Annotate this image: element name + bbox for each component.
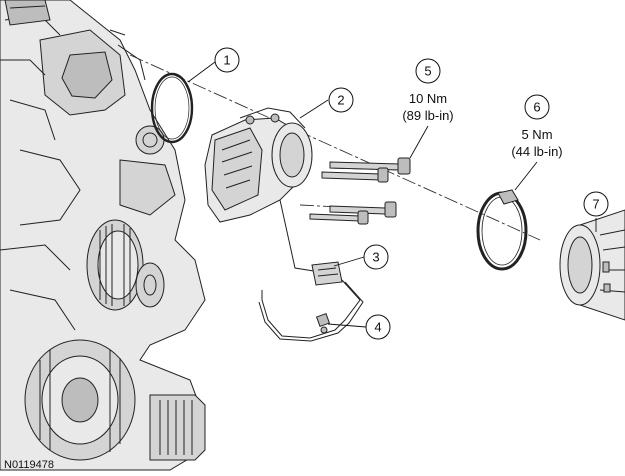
- callout-6-torque-nm: 5 Nm: [521, 127, 552, 142]
- callout-1-number: 1: [223, 53, 230, 68]
- callout-5-torque-lbin: (89 lb-in): [402, 108, 453, 123]
- figure-id: N0119478: [4, 459, 54, 471]
- throttle-body: [204, 107, 313, 223]
- callout-1: 1: [214, 47, 240, 73]
- callout-2-number: 2: [337, 93, 344, 108]
- callout-6-number: 6: [533, 100, 540, 115]
- callout-leaders: [187, 61, 597, 328]
- callout-3: 3: [363, 244, 389, 270]
- electrical-connector-harness: [258, 199, 364, 342]
- air-intake-tube: [559, 209, 625, 321]
- callout-3-number: 3: [372, 250, 379, 265]
- callout-7-number: 7: [592, 197, 599, 212]
- callout-2: 2: [328, 87, 354, 113]
- callout-6: 6 5 Nm (44 lb-in): [511, 94, 563, 159]
- callout-4-number: 4: [374, 320, 381, 335]
- callout-5-torque-nm: 10 Nm: [409, 91, 447, 106]
- callout-4: 4: [365, 314, 391, 340]
- gasket-o-ring: [150, 72, 194, 144]
- callout-5: 5 10 Nm (89 lb-in): [402, 58, 454, 123]
- throttle-body-bolts: [309, 157, 411, 225]
- callout-7: 7: [583, 191, 609, 217]
- engine-assembly: [0, 0, 206, 471]
- callout-5-number: 5: [424, 64, 431, 79]
- callout-6-torque-lbin: (44 lb-in): [511, 144, 562, 159]
- hose-clamp: [476, 189, 528, 271]
